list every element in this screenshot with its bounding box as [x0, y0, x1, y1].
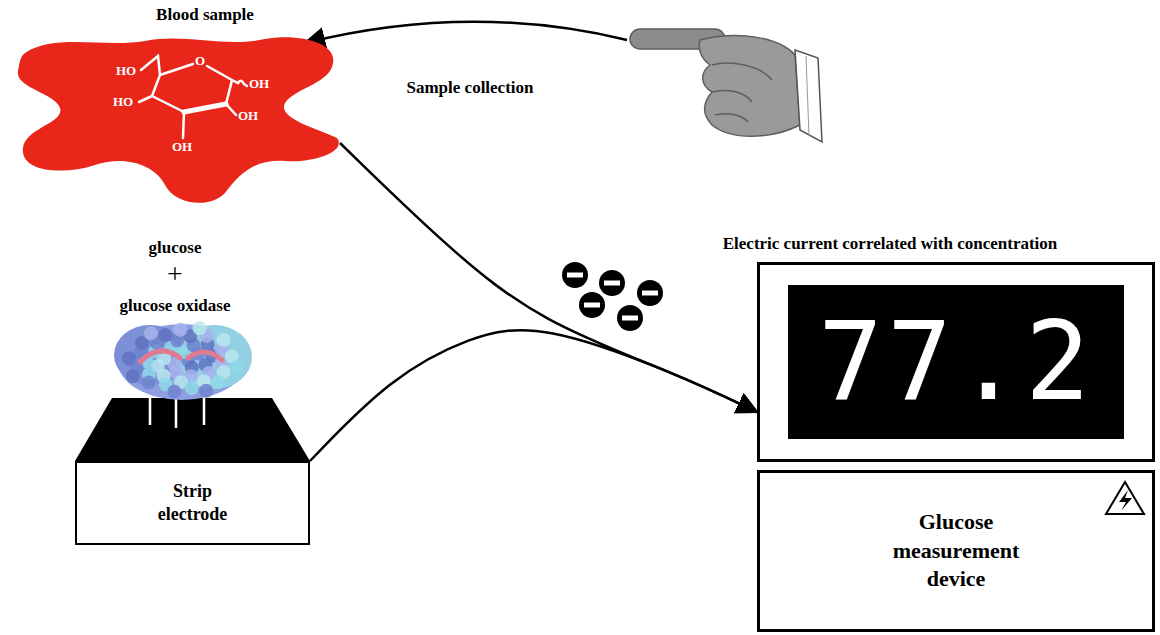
enzyme-bead — [167, 385, 181, 399]
collection-arrow — [305, 22, 627, 43]
atom-label: HO — [116, 64, 136, 79]
enzyme-bead — [173, 323, 187, 337]
signal-connector — [340, 143, 757, 412]
atom-label: OH — [172, 140, 192, 155]
node-text: Strip electrode — [138, 480, 248, 527]
strip-electrode-box: Strip electrode — [75, 461, 310, 545]
enzyme-bead — [158, 328, 172, 342]
electrode-pins — [150, 398, 204, 428]
atom-label: O — [195, 54, 205, 69]
enzyme-bead — [212, 375, 226, 389]
blood-sample: Blood sample — [15, 5, 340, 205]
enzyme-bead — [217, 333, 231, 347]
reagent-label: glucose — [149, 238, 202, 258]
enzyme-bead — [142, 376, 156, 390]
enzyme-bead — [229, 360, 243, 374]
enzyme-bead — [144, 326, 158, 340]
enzyme-bead — [122, 351, 136, 365]
pointing-hand — [630, 29, 822, 142]
glucose-bonds — [139, 56, 247, 138]
enzyme-bead — [199, 384, 213, 398]
atom-label: OH — [249, 77, 269, 92]
reagent-label: glucose oxidase — [120, 296, 231, 316]
warning-icon — [1106, 482, 1144, 514]
atom-label: HO — [113, 95, 133, 110]
plus-sign: + — [167, 258, 183, 290]
arrow-label: Sample collection — [406, 78, 533, 98]
display-reading: 77.2 — [818, 308, 1094, 416]
electrode-top — [75, 398, 310, 461]
enzyme-structure — [114, 321, 252, 400]
display-box: 77.2 — [757, 262, 1155, 462]
atom-label: OH — [238, 109, 258, 124]
signal-label: Electric current correlated with concent… — [723, 234, 1058, 254]
electron-symbols — [562, 262, 663, 331]
node-text: Blood sample — [70, 5, 340, 25]
glucose-structure — [139, 56, 247, 138]
node-text: Glucose measurement device — [871, 508, 1041, 594]
device-box: Glucose measurement device — [757, 470, 1155, 632]
blood-blob-shape — [18, 37, 339, 203]
glucose-front-bond — [184, 104, 226, 112]
signal-connector — [310, 330, 757, 461]
enzyme-bead — [193, 321, 207, 335]
blood-blob — [15, 33, 340, 205]
enzyme-bead — [185, 381, 199, 395]
active-site-arrow — [140, 351, 222, 362]
enzyme-bead — [126, 369, 140, 383]
